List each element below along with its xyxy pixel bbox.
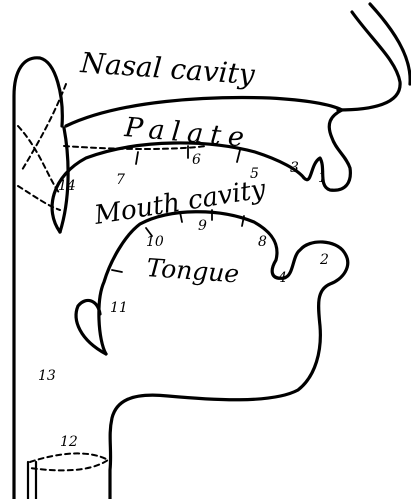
number-7: 7 [116, 172, 125, 188]
glottis-dashed [30, 453, 108, 470]
number-11: 11 [110, 300, 128, 316]
number-9: 9 [198, 218, 207, 234]
number-4: 4 [277, 270, 287, 286]
soft-palate-dashed-1 [18, 126, 60, 194]
palate-tick-7 [136, 152, 138, 164]
number-8: 8 [258, 234, 267, 250]
tongue-outline [99, 212, 348, 499]
number-3: 3 [290, 160, 299, 176]
nasal-passage-outer [338, 12, 400, 110]
label-nasal-cavity: Nasal cavity [79, 46, 257, 91]
number-10: 10 [146, 234, 164, 250]
number-13: 13 [38, 368, 56, 384]
number-14: 14 [58, 178, 76, 194]
number-6: 6 [192, 152, 201, 168]
label-palate: Palate [122, 112, 252, 154]
number-2: 2 [319, 252, 329, 268]
number-12: 12 [60, 434, 78, 450]
velum [14, 58, 62, 499]
number-5: 5 [250, 166, 259, 182]
tongue-tick-11 [112, 270, 122, 272]
number-1: 1 [318, 170, 327, 186]
label-tongue: Tongue [146, 253, 241, 288]
